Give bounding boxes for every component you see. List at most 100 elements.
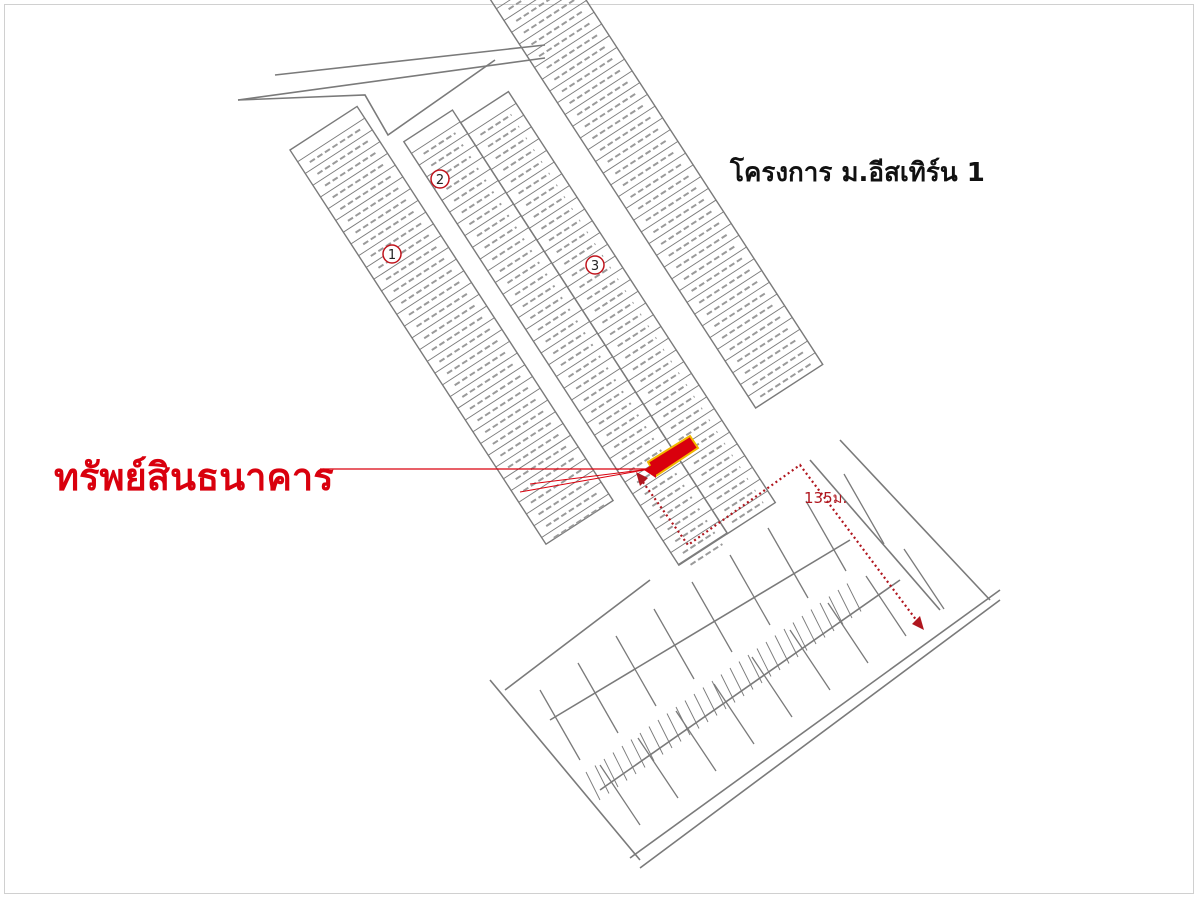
plot-divider — [456, 191, 507, 225]
plot-divider — [534, 23, 602, 68]
block-marker-2: 2 — [430, 169, 450, 189]
plot-divider — [694, 270, 762, 315]
plot-text-scribble — [523, 0, 575, 34]
plot-divider — [551, 232, 601, 264]
plot-text-scribble — [744, 339, 796, 375]
plot-divider — [536, 208, 585, 241]
lower-plot-divider — [577, 662, 619, 734]
plot-divider — [373, 235, 442, 280]
narrow-plot-divider — [711, 680, 727, 710]
plot-text-scribble — [400, 269, 453, 304]
plot-text-scribble — [529, 296, 563, 320]
plot-text-scribble — [522, 457, 575, 492]
plot-text-scribble — [644, 472, 678, 496]
plot-text-scribble — [560, 343, 594, 367]
plot-divider — [388, 258, 457, 304]
plot-text-scribble — [609, 313, 642, 336]
plot-text-scribble — [347, 187, 399, 222]
plot-block — [487, 0, 824, 409]
plot-divider — [740, 340, 808, 385]
lower-plot-divider — [751, 656, 793, 718]
plot-grid — [289, 0, 945, 826]
plot-text-scribble — [362, 210, 415, 246]
plot-text-scribble — [423, 304, 476, 340]
plot-divider — [671, 234, 740, 280]
plot-divider — [610, 140, 679, 186]
plot-text-scribble — [601, 301, 635, 324]
plot-divider — [651, 384, 700, 417]
lower-plot-divider — [615, 635, 657, 707]
plot-text-scribble — [713, 292, 766, 328]
narrow-plot-divider — [738, 661, 754, 690]
plot-text-scribble — [716, 477, 749, 500]
plot-text-scribble — [525, 184, 558, 207]
top-road-line — [237, 57, 546, 101]
plot-text-scribble — [461, 363, 514, 398]
plot-text-scribble — [621, 437, 655, 460]
plot-text-scribble — [668, 222, 720, 257]
plot-text-scribble — [622, 151, 674, 187]
plot-divider — [498, 149, 547, 182]
plot-text-scribble — [586, 278, 619, 301]
plot-divider — [312, 141, 381, 186]
plot-text-scribble — [624, 336, 657, 359]
plot-divider — [670, 520, 720, 553]
plot-divider — [632, 461, 682, 495]
plot-divider — [702, 281, 770, 327]
plot-text-scribble — [708, 466, 741, 488]
plot-divider — [327, 164, 396, 210]
narrow-plot-divider — [585, 771, 601, 801]
plot-text-scribble — [506, 261, 540, 284]
plot-divider — [468, 102, 517, 135]
lower-plot-divider — [865, 575, 907, 637]
plot-divider — [502, 262, 552, 295]
plot-text-scribble — [507, 433, 559, 469]
plot-divider — [320, 153, 388, 198]
plot-text-scribble — [339, 175, 392, 210]
plot-divider — [343, 188, 411, 233]
plot-divider — [662, 508, 712, 542]
plot-divider — [639, 473, 690, 507]
plot-text-scribble — [606, 414, 640, 437]
plot-text-scribble — [454, 351, 506, 387]
plot-text-scribble — [660, 210, 712, 245]
narrow-plot-divider — [630, 739, 646, 768]
plot-divider — [411, 293, 480, 339]
narrow-plot-divider — [666, 713, 682, 742]
plot-text-scribble — [706, 280, 758, 316]
plot-text-scribble — [721, 304, 773, 339]
plot-text-scribble — [479, 113, 513, 136]
narrow-plot-divider — [720, 674, 736, 703]
plot-divider — [587, 105, 656, 151]
plot-divider — [521, 185, 570, 217]
plot-text-scribble — [731, 501, 764, 524]
plot-text-scribble — [645, 187, 697, 222]
plot-divider — [519, 0, 587, 45]
plot-text-scribble — [502, 149, 535, 171]
plot-text-scribble — [309, 128, 361, 164]
lower-plot-divider — [713, 683, 755, 745]
plot-text-scribble — [685, 430, 718, 453]
block-marker-1: 1 — [382, 244, 402, 264]
plot-divider — [449, 180, 499, 213]
plot-text-scribble — [510, 160, 543, 183]
plot-divider — [533, 481, 602, 527]
top-road-line — [274, 44, 546, 76]
narrow-plot-divider — [801, 615, 817, 645]
plot-text-scribble — [651, 484, 685, 507]
plot-text-scribble — [461, 191, 495, 214]
plot-text-scribble — [640, 360, 673, 383]
plot-divider — [679, 246, 747, 291]
plot-text-scribble — [492, 410, 544, 445]
plot-divider — [495, 423, 564, 468]
right-boundary — [839, 439, 991, 601]
plot-divider — [709, 293, 778, 338]
plot-divider — [571, 368, 621, 401]
distance-route — [639, 463, 921, 626]
plot-divider — [563, 356, 613, 389]
plot-text-scribble — [759, 363, 812, 398]
plot-text-scribble — [438, 155, 472, 179]
plot-divider — [411, 121, 461, 154]
plot-text-scribble — [682, 531, 716, 554]
plot-text-scribble — [591, 104, 644, 140]
